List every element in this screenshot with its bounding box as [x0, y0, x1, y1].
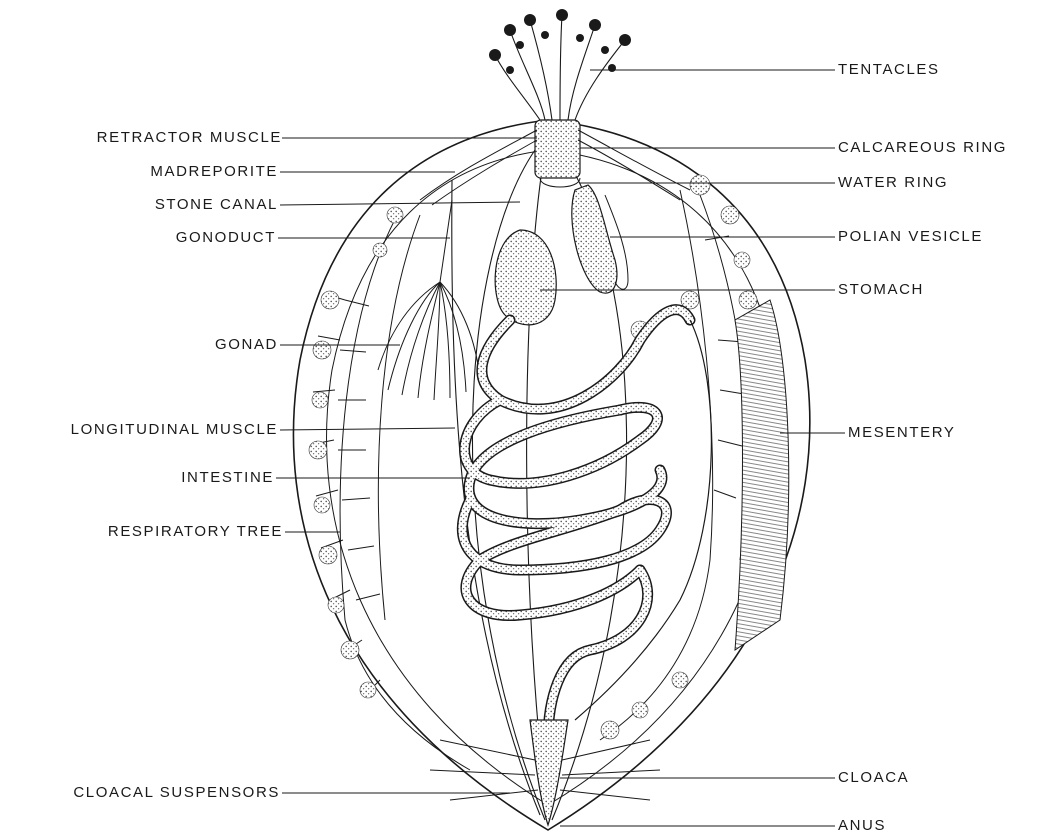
label-mesentery: MESENTERY: [848, 424, 955, 442]
label-polian-vesicle: POLIAN VESICLE: [838, 228, 983, 246]
label-stomach: STOMACH: [838, 281, 924, 299]
respiratory-tree-right: [600, 190, 748, 740]
label-longitudinal-muscle: LONGITUDINAL MUSCLE: [6, 421, 278, 439]
water-ring: [540, 178, 580, 187]
stomach: [495, 230, 556, 325]
calcareous-ring: [535, 120, 580, 178]
respiratory-tree-left-tufts: [309, 207, 403, 698]
label-gonad: GONAD: [30, 336, 278, 354]
polian-vesicle: [572, 185, 617, 293]
label-gonoduct: GONODUCT: [30, 229, 276, 247]
label-anus: ANUS: [838, 817, 886, 835]
label-retractor-muscle: RETRACTOR MUSCLE: [30, 129, 282, 147]
intestine-fill: [462, 310, 690, 740]
label-tentacles: TENTACLES: [838, 61, 940, 79]
label-cloacal-suspensors: CLOACAL SUSPENSORS: [6, 784, 280, 802]
label-intestine: INTESTINE: [30, 469, 274, 487]
label-respiratory-tree: RESPIRATORY TREE: [20, 523, 283, 541]
label-water-ring: WATER RING: [838, 174, 948, 192]
label-stone-canal: STONE CANAL: [30, 196, 278, 214]
cloaca: [530, 720, 568, 825]
label-cloaca: CLOACA: [838, 769, 909, 787]
mesentery: [735, 300, 789, 650]
label-madreporite: MADREPORITE: [30, 163, 278, 181]
label-calcareous-ring: CALCAREOUS RING: [838, 139, 1007, 157]
